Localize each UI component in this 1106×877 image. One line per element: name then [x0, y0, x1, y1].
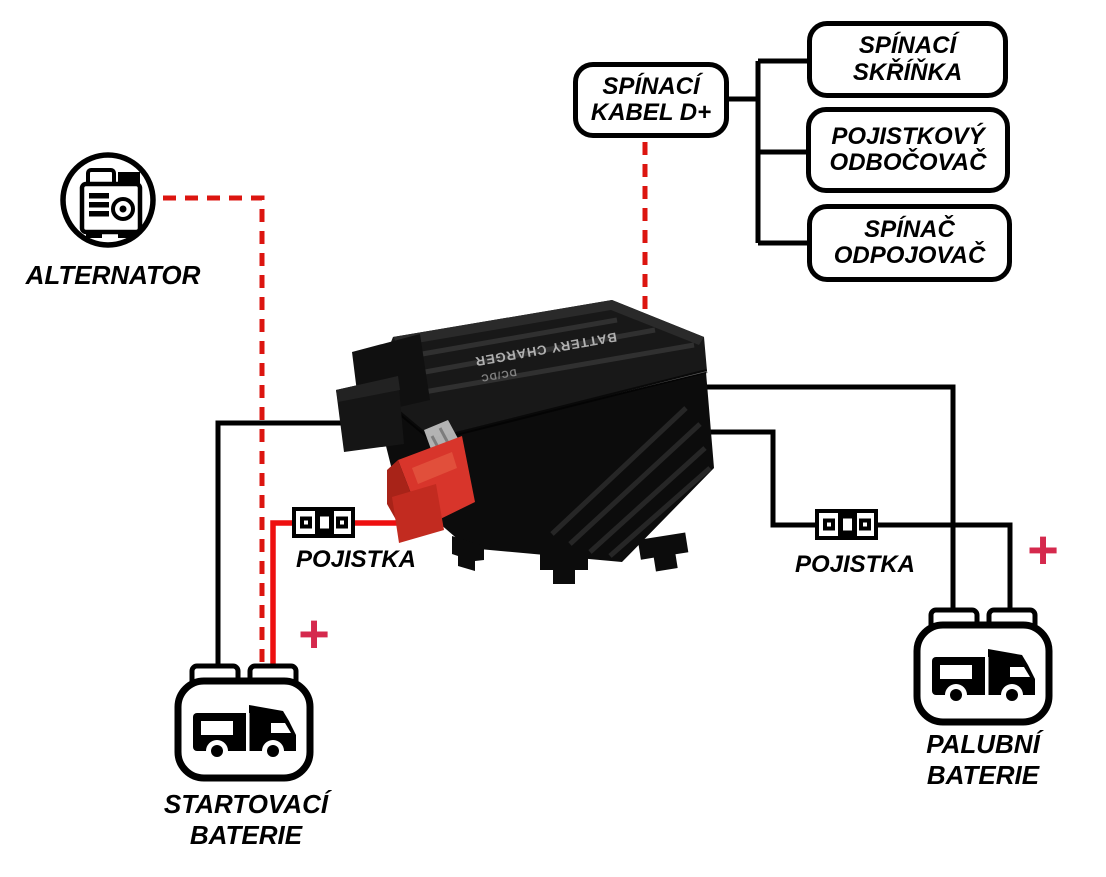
node-pojistkovy-odbocovac: POJISTKOVÝ ODBOČOVAČ — [806, 107, 1010, 193]
generator-foot — [86, 232, 102, 238]
alternator-label: ALTERNATOR — [25, 260, 201, 290]
charger-cooling-fins — [550, 406, 712, 558]
start-battery-icon — [178, 666, 310, 778]
plus-sign-board-battery: + — [1027, 520, 1059, 580]
generator-dial-center — [119, 205, 127, 213]
node-spinac-odpojovac: SPÍNAČ ODPOJOVAČ — [807, 204, 1012, 282]
charger-to-start-battery-wire — [215, 420, 350, 666]
node-label-line: SPÍNAČ — [864, 215, 955, 243]
generator-vent-bar — [89, 211, 109, 217]
generator-vent-bar — [89, 202, 109, 208]
start-battery-label: STARTOVACÍ BATERIE — [164, 789, 328, 850]
charger-to-board-battery-wire-top — [688, 384, 956, 612]
battery-charger-device: BATTERY CHARGER DC/DC — [336, 300, 714, 584]
fuse-left-label: POJISTKA — [295, 546, 417, 573]
alternator-dashed-wire — [163, 195, 265, 662]
board-battery-label: PALUBNÍ BATERIE — [926, 729, 1040, 790]
fuse-holder-icon-right — [815, 509, 878, 540]
charger-to-board-battery-wire-fused — [702, 429, 1013, 612]
node-label-line: POJISTKOVÝ — [831, 122, 985, 150]
charger-top-bevel — [393, 300, 704, 346]
start-battery-plus-wire — [270, 520, 408, 666]
fuse-holder-icon-left — [292, 507, 355, 538]
fuse-right-label: POJISTKA — [794, 551, 916, 578]
board-battery-label-line1: PALUBNÍ — [926, 729, 1040, 759]
charger-foot-tab — [452, 536, 484, 571]
branch-connector-lines — [728, 58, 807, 246]
start-battery-label-line1: STARTOVACÍ — [163, 789, 329, 819]
board-battery-label-line2: BATERIE — [926, 759, 1040, 790]
generator-vent-bar — [89, 193, 109, 199]
start-battery-label-line2: BATERIE — [189, 819, 303, 850]
charger-red-connector-highlight — [412, 452, 457, 484]
charger-red-connector-lower — [392, 484, 444, 543]
generator-foot — [118, 232, 136, 238]
charger-foot-tab — [540, 550, 588, 584]
node-spinaci-kabel-dplus: SPÍNACÍ KABEL D+ — [573, 62, 729, 138]
charger-foot-tab — [637, 532, 689, 572]
node-spinaci-skrinka: SPÍNACÍ SKŘÍŇKA — [807, 21, 1008, 98]
generator-icon — [60, 152, 156, 248]
node-label-line: ODPOJOVAČ — [833, 242, 986, 269]
plus-sign-start-battery: + — [298, 604, 330, 664]
charger-top-ridges — [404, 317, 695, 395]
charger-left-connector-top — [336, 376, 400, 402]
node-label-line: SPÍNACÍ — [602, 72, 700, 100]
node-label-line: SPÍNACÍ — [858, 32, 957, 60]
board-battery-icon — [917, 610, 1049, 722]
node-label-line: SKŘÍŇKA — [852, 58, 963, 86]
node-label-line: ODBOČOVAČ — [829, 149, 987, 176]
node-label-line: KABEL D+ — [590, 99, 712, 126]
